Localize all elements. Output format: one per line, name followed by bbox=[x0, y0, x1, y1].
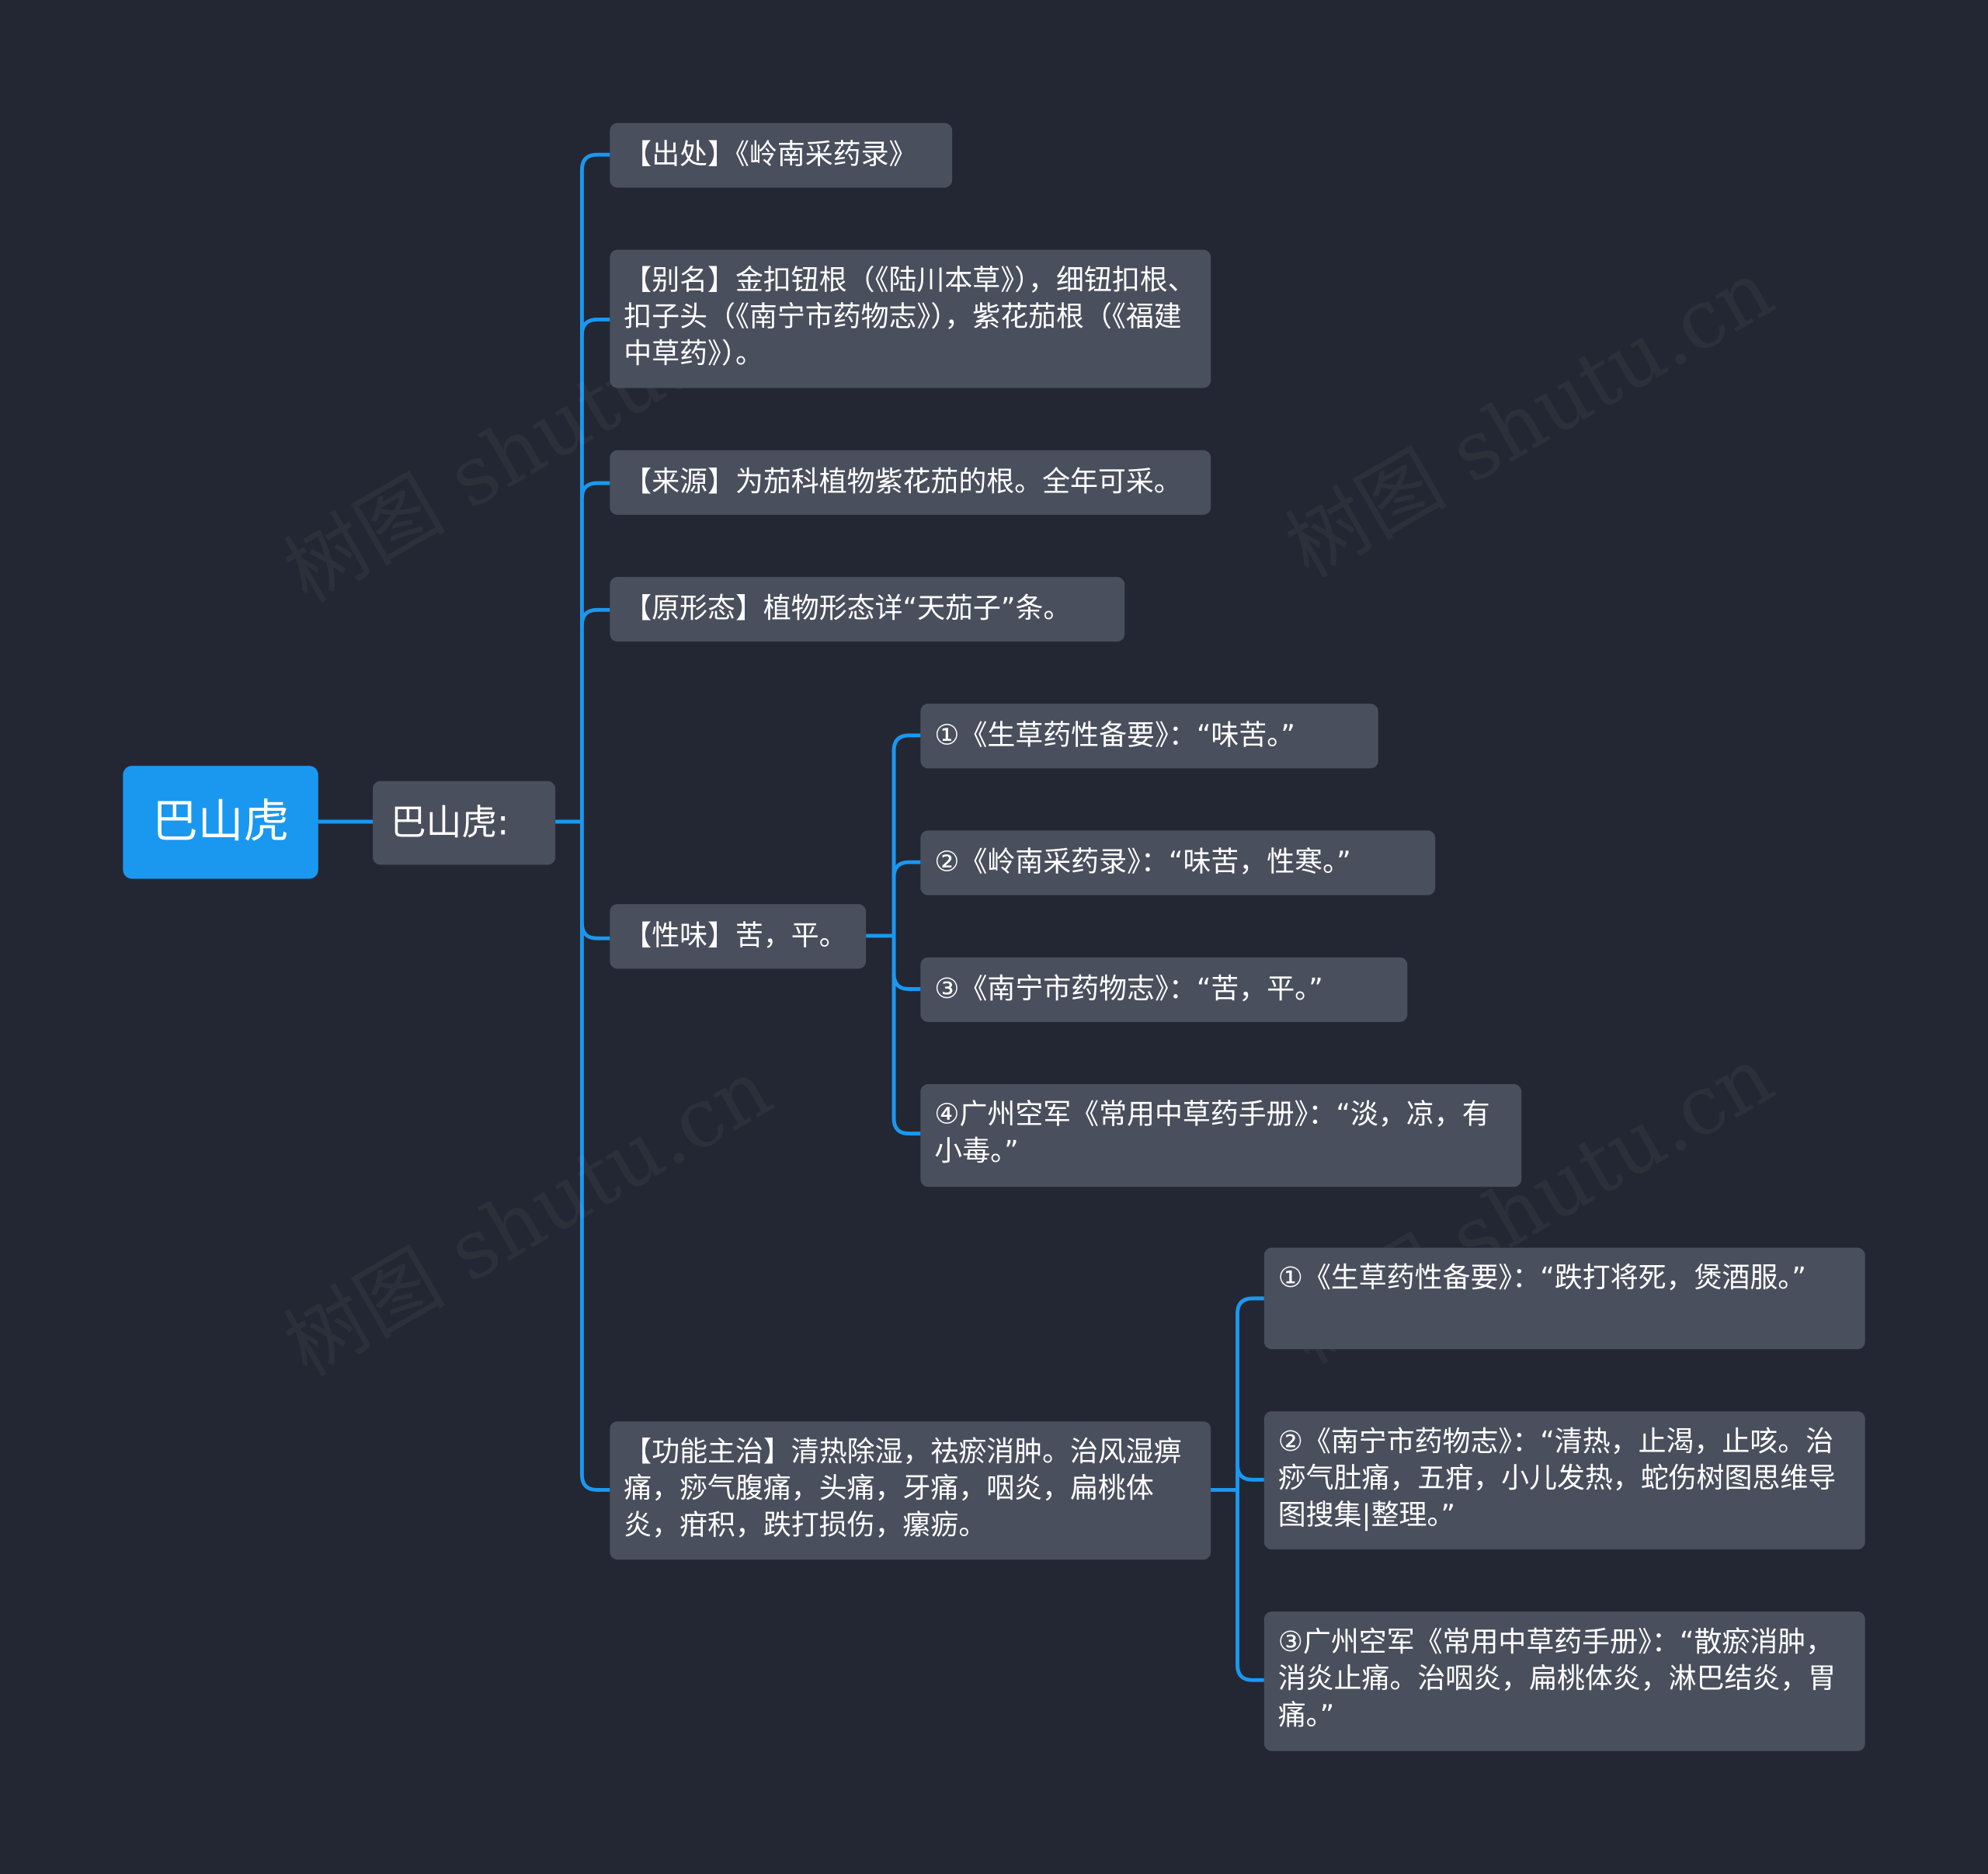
connector-branch-5 bbox=[579, 923, 610, 940]
branch-taste[interactable]: 【性味】苦，平。 bbox=[610, 904, 867, 969]
taste-item[interactable]: ③《南宁市药物志》：“苦，平。” bbox=[920, 957, 1408, 1022]
connector-xingwei-3 bbox=[891, 973, 921, 991]
branch-origin[interactable]: 【来源】为茄科植物紫花茄的根。全年可采。 bbox=[610, 450, 1211, 515]
branch-source[interactable]: 【出处】《岭南采药录》 bbox=[610, 123, 953, 188]
branch-morphology[interactable]: 【原形态】植物形态详“天茄子”条。 bbox=[610, 576, 1125, 642]
connector-gongneng-2 bbox=[1236, 1464, 1264, 1482]
taste-item[interactable]: ②《岭南采药录》：“味苦，性寒。” bbox=[920, 830, 1436, 895]
connector-branch-4 bbox=[579, 607, 610, 626]
taste-item[interactable]: ①《生草药性备要》：“味苦。” bbox=[920, 704, 1378, 769]
function-item[interactable]: ①《生草药性备要》：“跌打将死，煲酒服。” bbox=[1263, 1247, 1865, 1350]
branch-alias[interactable]: 【别名】金扣钮根（《陆川本草》），细钮扣根、扣子头（《南宁市药物志》），紫花茄根… bbox=[610, 249, 1211, 388]
function-item[interactable]: ②《南宁市药物志》：“清热，止渴，止咳。治痧气肚痛，五疳，小儿发热，蛇伤树图思维… bbox=[1263, 1411, 1865, 1550]
connector-branch-2 bbox=[579, 317, 610, 336]
connector-xingwei-vertical bbox=[891, 733, 921, 1136]
main-topic-node[interactable]: 巴山虎: bbox=[373, 781, 556, 865]
connector-xingwei-2 bbox=[891, 860, 921, 878]
connector-trunk bbox=[579, 152, 610, 1492]
connector-gongneng-vertical bbox=[1236, 1296, 1264, 1682]
taste-item[interactable]: ④广州空军《常用中草药手册》：“淡，凉，有小毒。” bbox=[920, 1083, 1522, 1187]
root-node[interactable]: 巴山虎 bbox=[123, 766, 318, 879]
branch-functions[interactable]: 【功能主治】清热除湿，祛瘀消肿。治风湿痹痛，痧气腹痛，头痛，牙痛，咽炎，扁桃体炎… bbox=[610, 1421, 1211, 1560]
connector-branch-3 bbox=[579, 481, 610, 499]
function-item[interactable]: ③广州空军《常用中草药手册》：“散瘀消肿，消炎止痛。治咽炎，扁桃体炎，淋巴结炎，… bbox=[1263, 1612, 1865, 1751]
